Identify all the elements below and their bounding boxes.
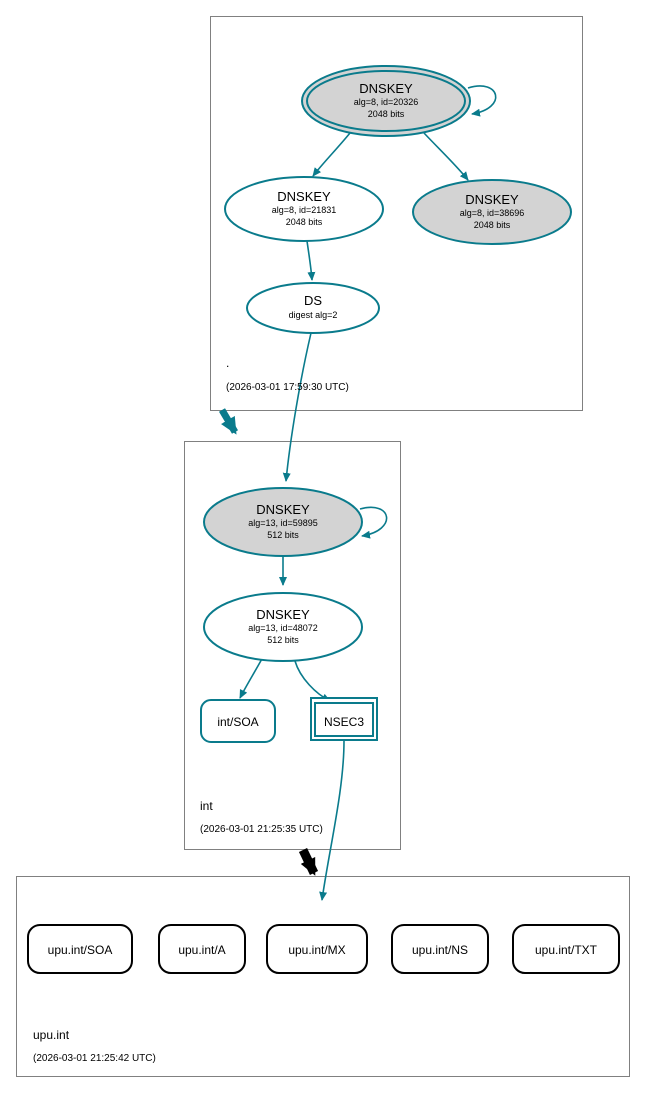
- edge-ksk20326-to-zsk38696: [423, 132, 469, 181]
- zone-box-upu-int: [16, 876, 630, 1077]
- node-dnskey-48072[interactable]: DNSKEY alg=13, id=48072 512 bits: [203, 592, 363, 662]
- node-title: DS: [304, 293, 322, 308]
- node-ds-digest-alg2[interactable]: DS digest alg=2: [246, 282, 380, 334]
- node-title: upu.int/TXT: [535, 943, 598, 957]
- node-subtitle-alg: alg=8, id=38696: [460, 208, 525, 218]
- node-int-soa[interactable]: int/SOA: [200, 699, 276, 743]
- node-dnskey-21831[interactable]: DNSKEY alg=8, id=21831 2048 bits: [224, 176, 384, 242]
- edge-zsk48072-to-int-soa: [239, 656, 264, 699]
- edge-ds-to-ksk59895: [282, 332, 312, 482]
- node-subtitle-bits: 512 bits: [267, 530, 299, 540]
- node-subtitle-alg: alg=8, id=21831: [272, 205, 337, 215]
- node-subtitle-bits: 512 bits: [267, 635, 299, 645]
- edge-ksk20326-self-loop: [467, 85, 497, 117]
- edge-zsk21831-to-ds: [306, 240, 316, 281]
- node-title: upu.int/A: [178, 943, 225, 957]
- node-title: DNSKEY: [256, 607, 310, 622]
- node-subtitle-digest: digest alg=2: [289, 310, 338, 320]
- node-subtitle-bits: 2048 bits: [368, 109, 405, 119]
- node-dnskey-59895[interactable]: DNSKEY alg=13, id=59895 512 bits: [203, 487, 363, 557]
- node-title: DNSKEY: [256, 502, 310, 517]
- node-upu-int-ns[interactable]: upu.int/NS: [391, 924, 489, 974]
- node-subtitle-bits: 2048 bits: [474, 220, 511, 230]
- node-subtitle-bits: 2048 bits: [286, 217, 323, 227]
- zone-label-int: int: [200, 799, 213, 813]
- node-upu-int-a[interactable]: upu.int/A: [158, 924, 246, 974]
- node-dnskey-38696[interactable]: DNSKEY alg=8, id=38696 2048 bits: [412, 179, 572, 245]
- delegation-arrow-root-to-int: [218, 408, 239, 435]
- node-title: NSEC3: [324, 715, 364, 729]
- node-title: DNSKEY: [277, 189, 331, 204]
- node-subtitle-alg: alg=13, id=59895: [248, 518, 318, 528]
- zone-timestamp-root: (2026-03-01 17:59:30 UTC): [226, 382, 349, 393]
- node-nsec3[interactable]: NSEC3: [310, 697, 378, 741]
- node-title: int/SOA: [217, 715, 258, 729]
- edge-ksk59895-self-loop: [359, 506, 388, 539]
- node-title: DNSKEY: [465, 192, 519, 207]
- node-title: upu.int/SOA: [48, 943, 113, 957]
- edge-nsec3-to-upu-int: [319, 740, 345, 901]
- node-title: upu.int/NS: [412, 943, 468, 957]
- node-dnskey-20326[interactable]: DNSKEY alg=8, id=20326 2048 bits: [301, 65, 471, 137]
- zone-label-root: .: [226, 356, 229, 370]
- node-subtitle-alg: alg=8, id=20326: [354, 97, 419, 107]
- zone-timestamp-upu-int: (2026-03-01 21:25:42 UTC): [33, 1053, 156, 1064]
- node-title: upu.int/MX: [288, 943, 345, 957]
- node-title: DNSKEY: [359, 81, 413, 96]
- zone-timestamp-int: (2026-03-01 21:25:35 UTC): [200, 824, 323, 835]
- node-upu-int-mx[interactable]: upu.int/MX: [266, 924, 368, 974]
- delegation-arrow-int-to-upu-int: [298, 848, 319, 876]
- node-upu-int-txt[interactable]: upu.int/TXT: [512, 924, 620, 974]
- edge-ksk20326-to-zsk21831: [312, 132, 351, 177]
- zone-label-upu-int: upu.int: [33, 1028, 70, 1042]
- node-subtitle-alg: alg=13, id=48072: [248, 623, 318, 633]
- node-upu-int-soa[interactable]: upu.int/SOA: [27, 924, 133, 974]
